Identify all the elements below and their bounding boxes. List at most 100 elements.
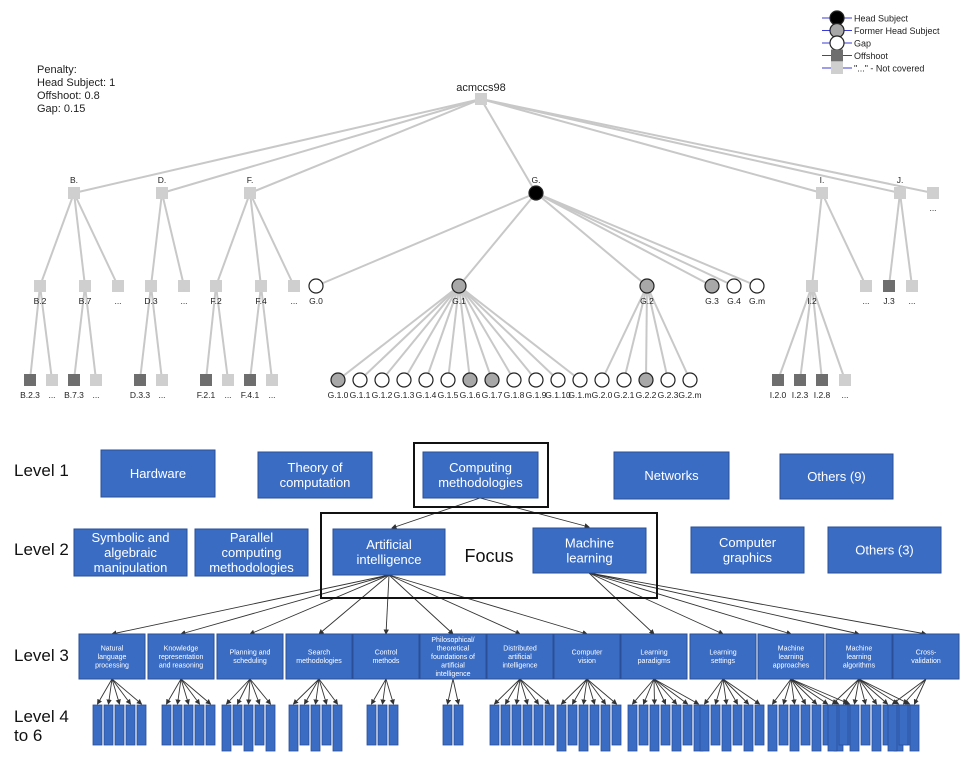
tree-node-label: F. [247,175,254,185]
level2-box [827,526,942,574]
level4-box [500,704,511,746]
taxonomy-arrow [852,678,860,705]
tree-edge [39,192,75,287]
taxonomy-arrow [388,574,454,635]
taxonomy-arrow [858,678,878,705]
taxonomy-arrow [111,678,143,705]
penalty-head-subject: Head Subject: 1 [37,77,116,89]
tree-node-label: G.1.8 [504,390,525,400]
taxonomy-arrow [653,678,667,705]
level4-box [232,704,243,746]
level2-box [194,528,309,577]
level4-box [453,704,464,746]
tree-node-label: B.2.3 [20,390,40,400]
level4-box [710,704,721,746]
taxonomy-arrow [722,678,761,705]
tree-edge [535,192,758,287]
level4-box [721,704,732,752]
tree-edge [458,285,559,381]
tree-edge [381,285,460,381]
tree-edge [811,285,846,381]
tree-node [288,280,300,292]
taxonomy-arrow [180,678,190,705]
level4-box [288,704,299,752]
taxonomy-arrow [572,678,588,705]
taxonomy-arrow [790,678,829,705]
tree-edge [403,285,460,381]
tree-node-label: G.1.2 [372,390,393,400]
tree-edge [799,285,813,381]
taxonomy-arrow [249,678,272,705]
level4-box [136,704,147,746]
tree-edge [315,192,537,287]
level4-box [92,704,103,746]
tree-edge [249,192,262,287]
level4-box [660,704,671,746]
tree-edge [623,285,648,381]
tree-node [34,280,46,292]
tree-node-label: ... [908,296,915,306]
tree-node [244,187,256,199]
tree-edge [139,285,152,381]
tree-node [660,372,676,388]
legend-marker [829,10,845,26]
tree-node-label: D.3.3 [130,390,151,400]
taxonomy-arrow [175,678,182,705]
tree-node-label: G.m [749,296,765,306]
level4-box [114,704,125,746]
tree-node [794,374,806,386]
tree-node-label: ... [224,390,231,400]
taxonomy-arrow [560,678,588,705]
tree-node-label: G.4 [727,296,741,306]
legend-label: Head Subject [854,14,909,24]
level1-box [100,449,216,498]
level4-box [522,704,533,746]
level4-box [827,704,838,752]
taxonomy-arrow [831,678,860,705]
tree-node-label: G.2.m [678,390,701,400]
level3-box [620,633,688,680]
tree-node-label: G.1.6 [460,390,481,400]
taxonomy-arrow [371,678,387,705]
tree-node [145,280,157,292]
tree-edge [535,192,735,287]
taxonomy-arrow [588,572,792,636]
taxonomy-arrow [318,678,339,705]
tree-node-label: D. [158,175,167,185]
taxonomy-arrow [249,574,390,635]
level4-box [388,704,399,746]
legend-marker [829,35,845,51]
level2-box [532,527,647,574]
tree-node [255,280,267,292]
level1-box [257,451,373,499]
tree-edge [161,98,482,194]
legend-label: Former Head Subject [854,26,940,36]
level3-box [419,633,487,680]
tree-edge [535,192,648,287]
tree-node-label: I.2.0 [770,390,787,400]
taxonomy-arrow [858,678,911,705]
tree-node [506,372,522,388]
tree-node [210,280,222,292]
tree-node-label: ... [158,390,165,400]
tree-node [484,372,500,388]
tree-node-label: G.1 [452,296,466,306]
tree-node-label: J. [897,175,904,185]
penalty-offshoot: Offshoot: 0.8 [37,90,100,102]
taxonomy-arrow [493,678,521,705]
tree-edge [480,98,934,194]
taxonomy-arrow [843,678,860,705]
tree-edge [249,285,262,381]
tree-node [806,280,818,292]
level4-box [849,704,860,752]
tree-node-label: D.3 [144,296,158,306]
taxonomy-arrow [586,678,607,705]
tree-edge [73,98,482,194]
tree-node [528,185,544,201]
